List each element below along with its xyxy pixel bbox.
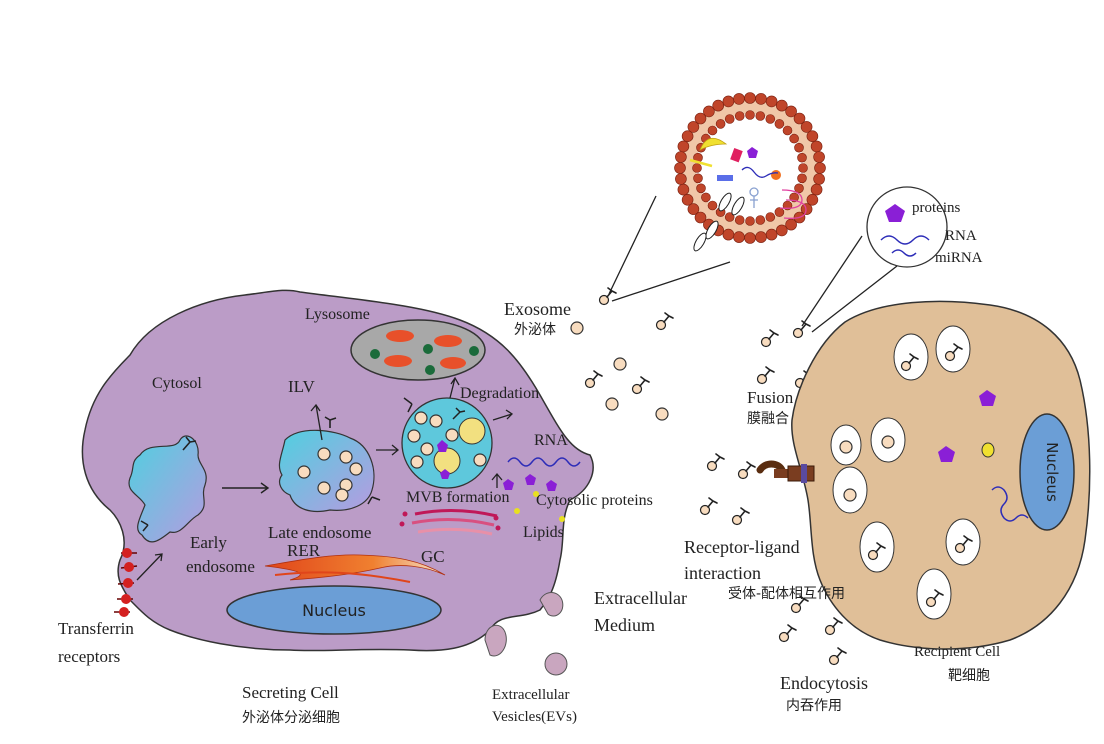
exosome-zoom (674, 92, 826, 252)
protein-icon (546, 480, 557, 491)
nucleus-secreting (226, 585, 442, 635)
extracellular-medium-label-2: Medium (594, 615, 655, 635)
lipids-label: Lipids (523, 524, 564, 541)
rer-label: RER (287, 541, 321, 560)
arrow (222, 482, 270, 494)
ilv-label: ILV (288, 377, 315, 396)
mvb-formation-label: MVB formation (406, 489, 510, 506)
nucleus-recipient (1019, 413, 1075, 531)
fusion-label: Fusion (747, 388, 794, 407)
early-endosome (128, 435, 207, 543)
arrow (376, 444, 400, 456)
legend-proteins-label: proteins (912, 200, 960, 216)
receptor-ligand-complex (756, 460, 815, 483)
legend-rna-label: RNA (945, 228, 977, 244)
late-endosome (278, 429, 375, 513)
protein-icon (503, 479, 514, 490)
lysosome-label: Lysosome (305, 306, 370, 323)
lysosome (350, 319, 486, 381)
receptor-ligand-label-cn: 受体-配体相互作用 (728, 586, 845, 602)
cargo-legend (866, 186, 948, 268)
rna-strand (507, 457, 581, 467)
extracellular-vesicle (544, 652, 568, 676)
cytosolic-proteins-label: Cytosolic proteins (536, 492, 653, 509)
legend-mirna-label: miRNA (935, 250, 983, 266)
recipient-cell-label: Recipient Cell (914, 644, 1000, 660)
extracellular-vesicles-label: Extracellular (492, 687, 569, 703)
late-endosome-label: Late endosome (268, 523, 371, 542)
endocytosis-label-cn: 内吞作用 (786, 698, 842, 714)
transferrin-label-2: receptors (58, 647, 120, 666)
extracellular-vesicles-label-2: Vesicles(EVs) (492, 709, 577, 725)
secreting-cell-label-cn: 外泌体分泌细胞 (242, 710, 340, 726)
rna-label: RNA (534, 432, 568, 449)
protein-icon (938, 446, 955, 462)
transferrin-receptors (114, 548, 138, 617)
fusion-label-cn: 膜融合 (747, 411, 789, 427)
endocytosis-label: Endocytosis (780, 673, 868, 693)
degradation-label: Degradation (460, 385, 539, 402)
rough-er (264, 554, 446, 581)
protein-icon (979, 390, 996, 406)
nucleus-secreting-label: Nucleus (302, 601, 366, 620)
receptor-ligand-label: Receptor-ligand (684, 537, 800, 557)
early-endosome-label: Early (190, 533, 227, 552)
recipient-endosomes (830, 325, 981, 620)
exosome-label-cn: 外泌体 (514, 322, 556, 338)
nucleus-recipient-label: Nucleus (1043, 442, 1061, 502)
budding-vesicle (539, 592, 564, 617)
early-endosome-label-2: endosome (186, 557, 255, 576)
cytosol-label: Cytosol (152, 375, 202, 392)
budding-vesicle (484, 624, 507, 657)
gc-label: GC (421, 547, 445, 566)
exosome-label: Exosome (504, 299, 571, 319)
secreting-cell-label: Secreting Cell (242, 683, 339, 702)
golgi-complex (414, 508, 498, 518)
receptor-ligand-label-2: interaction (684, 563, 761, 583)
recipient-cell-label-cn: 靶细胞 (948, 668, 990, 684)
extracellular-medium-label: Extracellular (594, 588, 687, 608)
protein-icon (525, 474, 536, 485)
transferrin-label: Transferrin (58, 619, 134, 638)
